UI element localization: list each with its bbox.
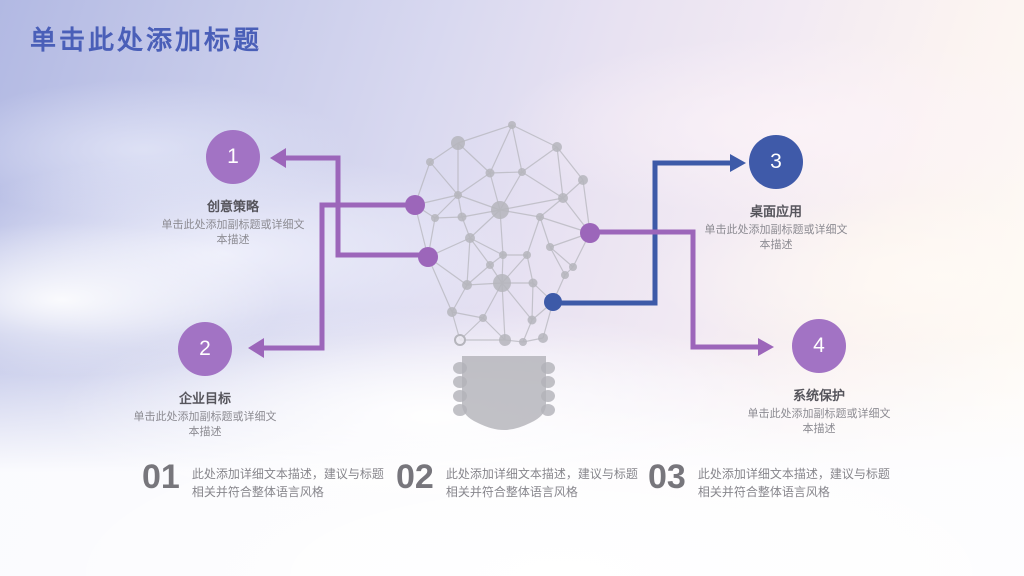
callout-4-number-badge: 4 xyxy=(792,319,846,373)
network-edges xyxy=(414,124,591,343)
callout-2-desc: 单击此处添加副标题或详细文本描述 xyxy=(133,411,277,438)
footnote-2-text: 此处添加详细文本描述，建议与标题相关并符合整体语言风格 xyxy=(445,467,638,499)
anchor-node-4 xyxy=(580,223,600,243)
footnote-3-text: 此处添加详细文本描述，建议与标题相关并符合整体语言风格 xyxy=(697,467,890,499)
arrowhead-3 xyxy=(730,154,746,172)
anchor-node-3 xyxy=(544,293,562,311)
callout-2-label: 企业目标 xyxy=(178,391,231,406)
footnote-3-number: 03 xyxy=(648,458,686,496)
callout-2-number-badge: 2 xyxy=(178,322,232,376)
callout-4-number: 4 xyxy=(813,334,825,357)
callout-3-label: 桌面应用 xyxy=(749,204,802,219)
footnote-2: 02 此处添加详细文本描述，建议与标题相关并符合整体语言风格 xyxy=(396,460,646,501)
connector-2-purple xyxy=(264,202,415,351)
arrowhead-2 xyxy=(248,338,264,358)
connector-4-purple xyxy=(598,229,758,350)
network-nodes xyxy=(426,121,588,346)
arrowhead-1 xyxy=(270,148,286,168)
callout-3-number: 3 xyxy=(770,150,782,173)
footnote-3: 03 此处添加详细文本描述，建议与标题相关并符合整体语言风格 xyxy=(648,460,898,501)
anchor-node-1 xyxy=(418,247,438,267)
footnote-1: 01 此处添加详细文本描述，建议与标题相关并符合整体语言风格 xyxy=(142,460,392,501)
callout-4-label: 系统保护 xyxy=(792,388,845,403)
callout-3: 3 桌面应用 单击此处添加副标题或详细文本描述 xyxy=(691,135,861,253)
callout-1: 1 创意策略 单击此处添加副标题或详细文本描述 xyxy=(148,130,318,248)
footnote-2-number: 02 xyxy=(396,458,434,496)
footnote-1-text: 此处添加详细文本描述，建议与标题相关并符合整体语言风格 xyxy=(191,467,384,499)
callout-1-desc: 单击此处添加副标题或详细文本描述 xyxy=(161,219,305,246)
callout-3-desc: 单击此处添加副标题或详细文本描述 xyxy=(704,224,848,251)
callout-4: 4 系统保护 单击此处添加副标题或详细文本描述 xyxy=(734,319,904,437)
bulb-base xyxy=(453,356,555,430)
callout-1-number: 1 xyxy=(227,145,239,168)
footnote-1-number: 01 xyxy=(142,458,180,496)
callout-1-number-badge: 1 xyxy=(206,130,260,184)
anchor-node-2 xyxy=(405,195,425,215)
callout-1-label: 创意策略 xyxy=(206,199,259,214)
slide-title: 单击此处添加标题 xyxy=(30,25,263,55)
arrowhead-4 xyxy=(758,338,774,356)
callout-4-desc: 单击此处添加副标题或详细文本描述 xyxy=(747,408,891,435)
callout-3-number-badge: 3 xyxy=(749,135,803,189)
callout-2: 2 企业目标 单击此处添加副标题或详细文本描述 xyxy=(120,322,290,440)
callout-2-number: 2 xyxy=(199,337,211,360)
